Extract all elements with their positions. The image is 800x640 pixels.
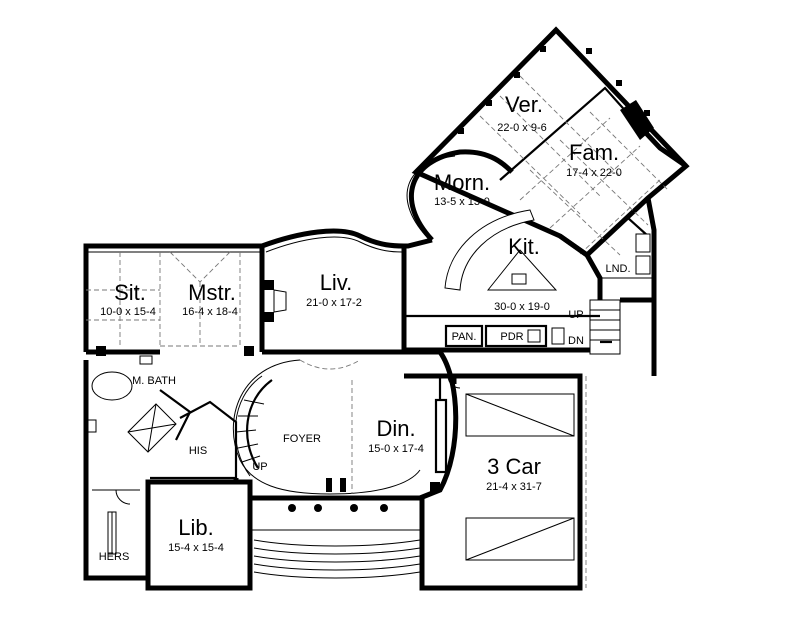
laundry (586, 197, 657, 300)
room-name-morn: Morn. (434, 170, 490, 195)
living-room (259, 228, 407, 352)
label-laundry: LND. (605, 263, 630, 275)
living-fireplace (273, 289, 287, 313)
label-foyer: FOYER (283, 433, 321, 445)
room-name-car: 3 Car (487, 454, 541, 479)
room-name-fam: Fam. (569, 140, 619, 165)
room-name-mstr: Mstr. (188, 280, 236, 305)
master-suite (83, 243, 262, 356)
garage (404, 373, 587, 591)
kitchen-island (486, 249, 558, 291)
label-pantry: PAN. (452, 331, 477, 343)
room-name-lib: Lib. (178, 515, 213, 540)
label-his: HIS (189, 445, 207, 457)
family-room-grid (479, 75, 669, 256)
room-dims-car: 21-4 x 31-7 (486, 481, 542, 493)
veranda-family-wing (411, 26, 690, 259)
family-fireplace (620, 100, 654, 140)
room-name-din: Din. (376, 416, 415, 441)
rear-stair (589, 297, 657, 376)
room-dims-liv: 21-0 x 17-2 (306, 297, 362, 309)
room-labels: Ver. 22-0 x 9-6 Fam. 17-4 x 22-0 Morn. 1… (100, 92, 622, 554)
room-dims-din: 15-0 x 17-4 (368, 443, 424, 455)
kitchen (404, 209, 603, 318)
small-labels: LND. UP DN PAN. PDR M. BATH HIS FOYER UP… (99, 263, 631, 563)
label-powder: PDR (500, 331, 523, 343)
room-name-ver: Ver. (505, 92, 543, 117)
veranda-family-divider (499, 86, 631, 181)
label-master-bath: M. BATH (132, 375, 176, 387)
foyer-stair-treads (235, 399, 265, 463)
room-dims-kit: 30-0 x 19-0 (494, 301, 550, 313)
kitchen-counter-curve (444, 209, 535, 291)
living-bay-wall (261, 228, 405, 249)
veranda-outline (411, 26, 690, 259)
label-stair-down: DN (568, 335, 584, 347)
front-portico (248, 497, 424, 588)
hers-closet (83, 480, 148, 581)
pantry-powder (404, 324, 590, 353)
room-dims-ver: 22-0 x 9-6 (497, 122, 547, 134)
room-dims-fam: 17-4 x 22-0 (566, 167, 622, 179)
room-dims-lib: 15-4 x 15-4 (168, 542, 224, 554)
room-name-kit: Kit. (508, 234, 540, 259)
morning-bay-wall (408, 149, 514, 242)
room-dims-sit: 10-0 x 15-4 (100, 306, 156, 318)
room-name-sit: Sit. (114, 280, 146, 305)
room-dims-mstr: 16-4 x 18-4 (182, 306, 238, 318)
label-foyer-up: UP (252, 461, 267, 473)
room-dims-morn: 13-5 x 13-0 (434, 196, 490, 208)
veranda-columns (458, 46, 650, 134)
room-name-liv: Liv. (320, 270, 353, 295)
label-hers: HERS (99, 551, 130, 563)
label-stair-up: UP (568, 309, 583, 321)
